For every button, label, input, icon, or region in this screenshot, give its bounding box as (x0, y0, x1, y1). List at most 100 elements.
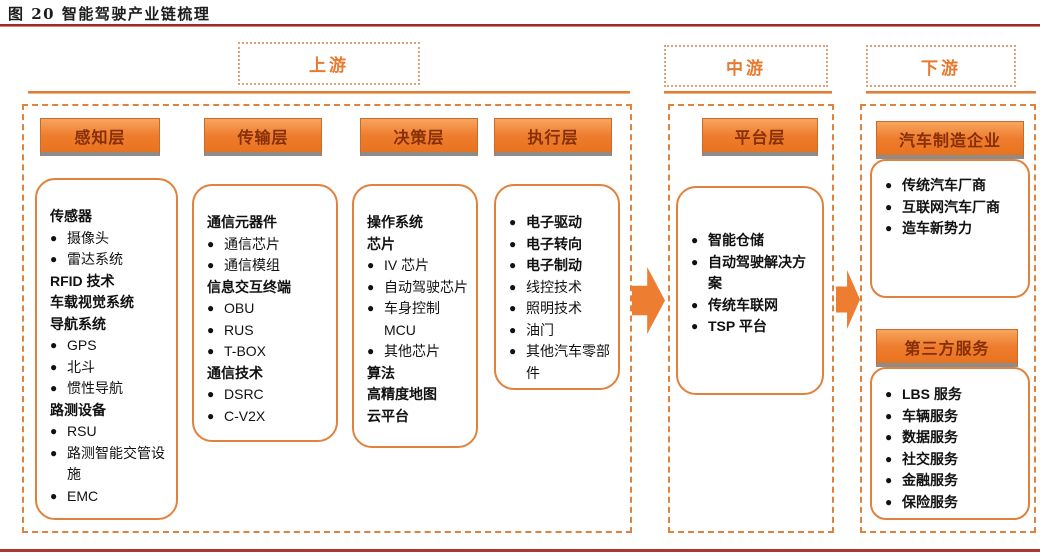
list-subheader: 导航系统 (50, 315, 106, 332)
list-item-label: T-BOX (224, 343, 267, 359)
bullet-icon: ● (207, 236, 215, 251)
bullet-icon: ● (207, 301, 215, 315)
list-item: ●TSP 平台 (691, 316, 814, 338)
bullet-icon: ● (885, 387, 893, 401)
list-item-label: 自动驾驶解决方案 (708, 253, 806, 292)
header-transmission-layer: 传输层 (204, 118, 322, 156)
bullet-icon: ● (207, 322, 215, 337)
list-item: ●北斗 (50, 357, 168, 379)
bullet-icon: ● (509, 215, 517, 229)
bullet-icon: ● (885, 408, 893, 423)
bullet-icon: ● (509, 344, 517, 358)
bullet-icon: ● (509, 301, 517, 315)
header-third-party-service: 第三方服务 (876, 329, 1018, 367)
transmission-layer-list: 通信元器件 ●通信芯片 ●通信模组 信息交互终端 ●OBU ●RUS ●T-BO… (192, 184, 338, 442)
downstream-container (860, 104, 1036, 533)
list-item: ●GPS (50, 335, 168, 357)
bullet-icon: ● (509, 236, 517, 251)
list-subheader: 路测设备 (50, 401, 106, 418)
bullet-icon: ● (367, 344, 375, 358)
bullet-icon: ● (50, 381, 58, 395)
list-item: ●数据服务 (885, 427, 1020, 449)
bullet-icon: ● (207, 344, 215, 358)
list-item-label: GPS (67, 337, 97, 353)
list-item-label: 其他芯片 (384, 343, 440, 359)
list-item: ●自动驾驶芯片 (367, 277, 468, 299)
list-item-label: 路测智能交管设施 (67, 444, 165, 483)
bullet-icon: ● (509, 258, 517, 272)
list-item-label: 车辆服务 (902, 407, 958, 424)
arrow-right-icon (632, 267, 665, 334)
list-item-label: 车身控制MCU (384, 300, 440, 338)
list-item-label: 造车新势力 (902, 220, 972, 236)
list-item-label: C-V2X (224, 407, 266, 424)
list-item: ● 车身控制MCU (367, 298, 468, 341)
bullet-icon: ● (367, 301, 375, 315)
list-item: ●保险服务 (885, 492, 1020, 514)
bullet-icon: ● (691, 319, 699, 333)
list-item-label: 传统车联网 (708, 296, 778, 313)
decision-layer-list: 操作系统 芯片 ●IV 芯片 ●自动驾驶芯片 ●车身控制MCU ●其他芯片 算法… (352, 184, 478, 448)
list-item-label: OBU (224, 300, 255, 316)
list-item: ● T-BOX (207, 341, 328, 363)
list-item-label: 自动驾驶芯片 (384, 278, 468, 295)
list-item-label: 社交服务 (902, 450, 958, 467)
list-item-label: DSRC (224, 386, 264, 402)
list-item: ● 电子转向 (509, 234, 610, 256)
list-item: ● 照明技术 (509, 298, 610, 320)
bullet-icon: ● (691, 297, 699, 312)
list-item-label: 通信芯片 (224, 235, 280, 252)
list-item-label: 电子制动 (526, 257, 582, 273)
list-item-label: 照明技术 (526, 300, 582, 316)
list-subheader: RFID 技术 (50, 272, 115, 289)
bullet-icon: ● (50, 230, 58, 245)
list-subheader: 云平台 (367, 407, 409, 424)
list-item-label: 电子转向 (526, 235, 582, 252)
list-item: ● 通信芯片 (207, 234, 328, 256)
list-item: ● 其他芯片 (367, 341, 468, 363)
list-item-label: LBS 服务 (902, 386, 962, 402)
bullet-icon: ● (885, 199, 893, 214)
list-item: ● 电子驱动 (509, 212, 610, 234)
list-item: ●社交服务 (885, 449, 1020, 471)
list-item-label: RSU (67, 423, 97, 439)
list-item: ● 传统车联网 (691, 295, 814, 317)
bullet-icon: ● (885, 430, 893, 444)
list-item-label: 线控技术 (526, 278, 582, 295)
bullet-icon: ● (691, 254, 699, 269)
list-item-label: 摄像头 (67, 229, 109, 246)
list-item: ● 其他汽车零部件 (509, 341, 610, 384)
list-item-label: 雷达系统 (67, 251, 123, 267)
bullet-icon: ● (509, 322, 517, 337)
bullet-icon: ● (50, 488, 58, 503)
bullet-icon: ● (207, 408, 215, 423)
bullet-icon: ● (50, 252, 58, 266)
list-subheader: 通信技术 (207, 364, 263, 381)
list-item-label: EMC (67, 487, 99, 504)
platform-layer-list: ●智能仓储 ●自动驾驶解决方案 ●传统车联网 ●TSP 平台 (676, 186, 824, 395)
list-subheader: 高精度地图 (367, 386, 437, 402)
header-perception-layer: 感知层 (40, 118, 160, 156)
upstream-container (22, 104, 632, 533)
list-item-label: 其他汽车零部件 (526, 343, 610, 381)
title-divider-line (0, 24, 1040, 27)
list-item-label: 电子驱动 (526, 214, 582, 230)
third-party-service-list: ●LBS 服务 ●车辆服务 ●数据服务 ●社交服务 ●金融服务 ●保险服务 (870, 367, 1030, 520)
bullet-icon: ● (367, 258, 375, 272)
list-item-label: 互联网汽车厂商 (902, 198, 1000, 215)
list-item: ●路测智能交管设施 (50, 443, 168, 486)
bullet-icon: ● (50, 359, 58, 374)
list-item-label: 传统汽车厂商 (902, 177, 986, 193)
list-subheader: 算法 (367, 364, 395, 381)
execution-layer-list: ●电子驱动 ●电子转向 ●电子制动 ●线控技术 ●照明技术 ●油门 ●其他汽车零… (494, 184, 620, 390)
automaker-list: ●传统汽车厂商 ●互联网汽车厂商 ●造车新势力 (870, 159, 1030, 298)
list-item: ●通信模组 (207, 255, 328, 277)
bullet-icon: ● (207, 258, 215, 272)
bullet-icon: ● (885, 494, 893, 509)
list-item-label: 惯性导航 (67, 380, 123, 396)
midstream-divider-line (664, 91, 832, 94)
bottom-divider-line (0, 549, 1040, 552)
arrow-right-icon (836, 270, 860, 329)
midstream-container (668, 104, 834, 533)
